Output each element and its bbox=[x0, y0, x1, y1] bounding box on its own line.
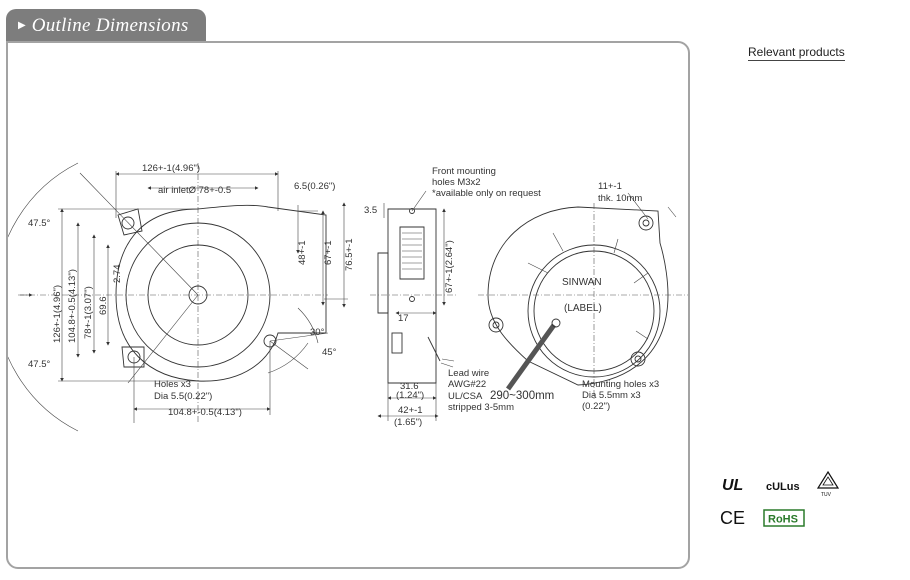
tuv-mark: TUV bbox=[816, 470, 840, 498]
rohs-mark: RoHS bbox=[763, 509, 805, 527]
tuv-text: TUV bbox=[821, 492, 832, 498]
lead-wire-label-1: Lead wire bbox=[448, 368, 489, 379]
section-title: Outline Dimensions bbox=[31, 14, 189, 36]
relevant-products-link[interactable]: Relevant products bbox=[748, 45, 845, 61]
lead-wire-label-2: AWG#22 bbox=[448, 379, 486, 390]
front-mount-label-1: Front mounting bbox=[432, 166, 496, 177]
certification-svg: UL cULus TUV CE RoHS bbox=[720, 470, 840, 528]
height-104-label: 104.8+-0.5(4.13") bbox=[67, 269, 78, 343]
mount-holes-label-1: Mounting holes x3 bbox=[582, 379, 659, 390]
mount-holes-label-3: (0.22") bbox=[582, 401, 610, 412]
holes-label-1: Holes x3 bbox=[154, 379, 191, 390]
side-dim-42-label: 42+-1 bbox=[398, 405, 423, 416]
bottom-width-label: 104.8+-0.5(4.13") bbox=[168, 407, 242, 418]
thickness-label-2: thk. 10mm bbox=[598, 193, 642, 204]
side-dim-316-inch-label: (1.24") bbox=[396, 390, 424, 401]
thickness-label-1: 11+-1 bbox=[598, 181, 622, 192]
cul-mark: cULus bbox=[766, 481, 800, 493]
diagram-panel: 126+-1(4.96") air inletØ 78+-0.5 6.5(0.2… bbox=[6, 41, 690, 569]
side-dim-35-label: 3.5 bbox=[364, 205, 377, 216]
section-tab[interactable]: ▶ Outline Dimensions bbox=[6, 9, 206, 42]
rear-view: 11+-1 thk. 10mm SINWAN (LABEL) Lead wire… bbox=[448, 181, 688, 413]
outlet-76-label: 76.5+-1 bbox=[344, 239, 355, 272]
ce-text: CE bbox=[720, 508, 745, 528]
lead-wire-label-3a: UL/CSA bbox=[448, 391, 483, 402]
front-mount-label-3: *available only on request bbox=[432, 188, 541, 199]
height-126-label: 126+-1(4.96") bbox=[52, 285, 63, 343]
air-inlet-label: air inletØ 78+-0.5 bbox=[158, 185, 231, 196]
front-view: 126+-1(4.96") air inletØ 78+-0.5 6.5(0.2… bbox=[8, 162, 355, 432]
caret-right-icon: ▶ bbox=[18, 20, 26, 31]
width-total-label: 126+-1(4.96") bbox=[142, 163, 200, 174]
lead-wire-label-3b: 290~300mm bbox=[490, 390, 554, 402]
outline-diagram: 126+-1(4.96") air inletØ 78+-0.5 6.5(0.2… bbox=[8, 162, 688, 432]
dim-274-label: 2.74 bbox=[112, 265, 123, 284]
holes-label-2: Dia 5.5(0.22") bbox=[154, 391, 212, 402]
height-78-label: 78+-1(3.07") bbox=[83, 286, 94, 339]
angle-bottom-label: 47.5° bbox=[28, 359, 50, 370]
certification-marks: UL cULus TUV CE RoHS bbox=[712, 466, 852, 536]
angle-45-label: 45° bbox=[322, 347, 337, 358]
outlet-67-label: 67+-1 bbox=[323, 240, 334, 265]
side-view: Front mounting holes M3x2 *available onl… bbox=[364, 166, 541, 428]
ul-mark: UL bbox=[722, 477, 743, 494]
angle-30-label: 30° bbox=[310, 327, 325, 338]
rohs-text: RoHS bbox=[768, 514, 798, 526]
label-text: (LABEL) bbox=[564, 303, 602, 314]
cul-text: cULus bbox=[766, 481, 800, 493]
mount-holes-label-2: Dia 5.5mm x3 bbox=[582, 390, 641, 401]
front-mount-label-2: holes M3x2 bbox=[432, 177, 481, 188]
dim-69-label: 69.6 bbox=[98, 297, 109, 316]
ce-mark: CE bbox=[720, 508, 745, 528]
outlet-48-label: 48+-1 bbox=[297, 240, 308, 265]
angle-top-label: 47.5° bbox=[28, 218, 50, 229]
lead-wire-label-4: stripped 3-5mm bbox=[448, 402, 514, 413]
ul-text: UL bbox=[722, 477, 743, 494]
outlet-offset-label: 6.5(0.26") bbox=[294, 181, 335, 192]
side-dim-67-label: 67+-1(2.64") bbox=[444, 240, 455, 293]
label-brand: SINWAN bbox=[562, 277, 602, 288]
side-dim-316-label: 31.6 bbox=[400, 381, 419, 392]
side-dim-42-inch-label: (1.65") bbox=[394, 417, 422, 428]
side-dim-17-label: 17 bbox=[398, 313, 409, 324]
